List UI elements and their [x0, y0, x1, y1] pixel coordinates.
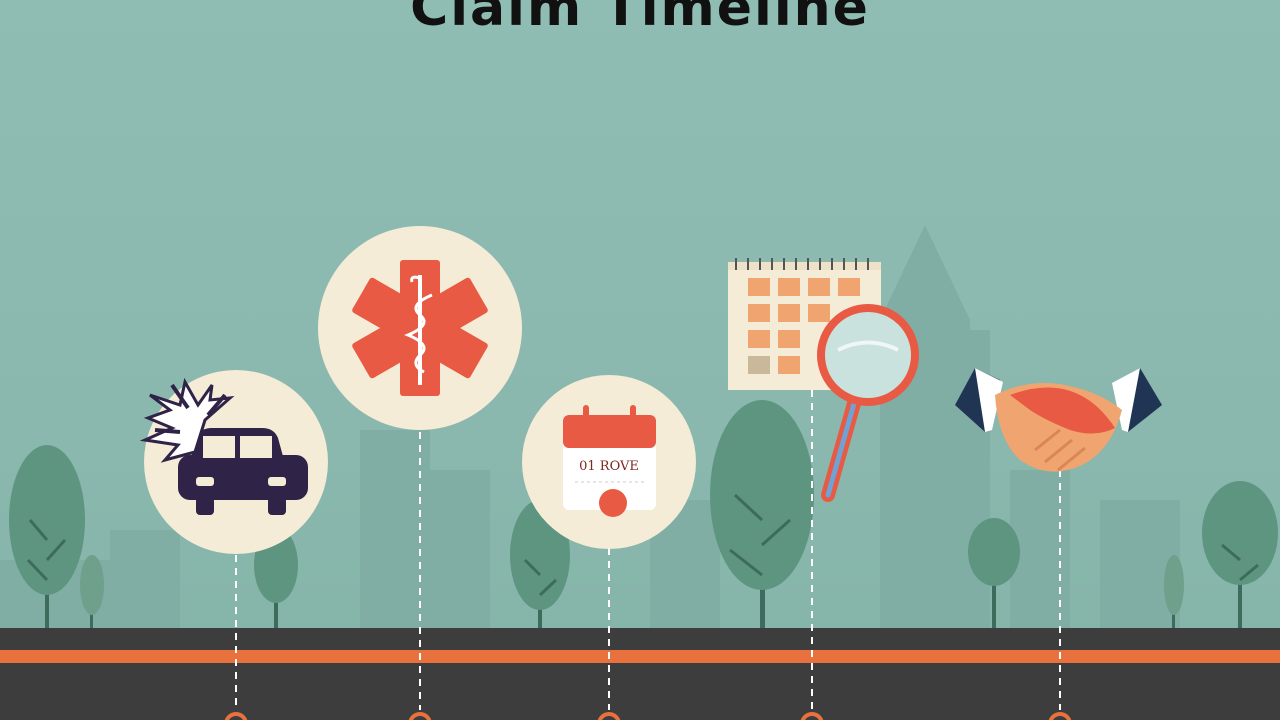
calendar-appointment-icon — [522, 375, 696, 549]
calendar-date-text: 01 ROVE — [579, 459, 639, 474]
road — [0, 628, 1280, 720]
timeline-markers — [224, 712, 1072, 720]
tree — [9, 445, 85, 630]
timeline-marker-4 — [800, 712, 824, 720]
tree — [1202, 481, 1278, 630]
tree — [710, 400, 814, 630]
timeline-marker-2 — [408, 712, 432, 720]
tree — [968, 518, 1020, 630]
timeline-marker-3 — [597, 712, 621, 720]
car-crash-icon — [139, 370, 328, 554]
tree — [80, 555, 104, 630]
tree — [1164, 555, 1184, 630]
handshake-icon — [955, 368, 1162, 472]
timeline-marker-1 — [224, 712, 248, 720]
calendar-magnifier-icon — [728, 258, 919, 502]
timeline-connectors — [235, 390, 1061, 710]
page-title: Claim Timeline — [410, 0, 870, 38]
timeline-marker-5 — [1048, 712, 1072, 720]
medical-star-of-life-icon — [318, 226, 522, 430]
